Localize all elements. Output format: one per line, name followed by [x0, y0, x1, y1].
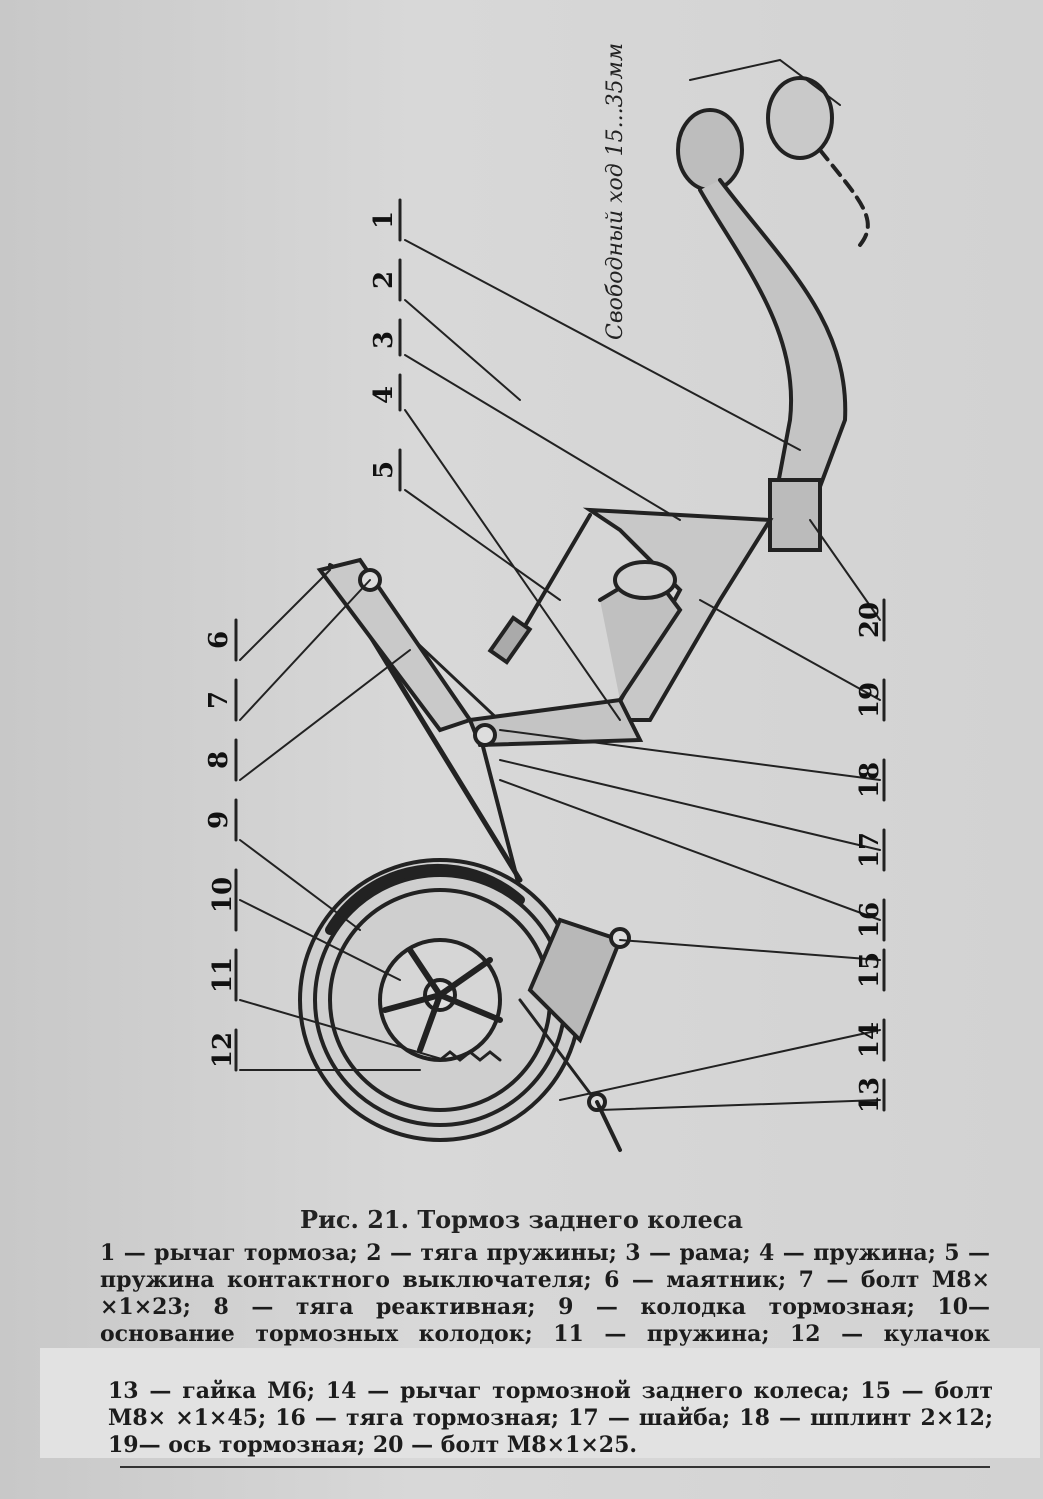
free-travel-label: Свободный ход 15...35мм: [603, 42, 628, 340]
callout-7: 7: [204, 690, 235, 710]
brake-pedal-pad-alt: [766, 76, 834, 160]
callout-19: 19: [855, 681, 886, 719]
callout-18: 18: [855, 761, 886, 799]
brake-lever-arm: [698, 178, 848, 502]
callout-4: 4: [369, 385, 400, 405]
figure-caption: Рис. 21. Тормоз заднего колеса: [300, 1205, 743, 1234]
brake-lever-dashed: [818, 148, 870, 247]
bolt-15: [609, 927, 631, 949]
callout-5: 5: [369, 460, 400, 480]
callout-11: 11: [208, 956, 239, 994]
callout-14: 14: [855, 1021, 886, 1059]
legend-band: [40, 1348, 1040, 1458]
brake-pedal-pad: [676, 108, 744, 192]
legend-text-2: 13 — гайка М6; 14 — рычаг тормозной задн…: [108, 1378, 993, 1458]
callout-16: 16: [855, 901, 886, 939]
brake-diagram: [234, 58, 886, 1152]
legend-text-1: 1 — рычаг тормоза; 2 — тяга пружины; 3 —…: [100, 1240, 990, 1374]
callout-3: 3: [369, 330, 400, 350]
bolt-20-block: [768, 478, 822, 552]
callout-6: 6: [204, 630, 235, 650]
legend-part-1: 1 — рычаг тормоза; 2 — тяга пружины; 3 —…: [100, 1240, 990, 1375]
legend-part-2: 13 — гайка М6; 14 — рычаг тормозной задн…: [108, 1378, 993, 1459]
callout-17: 17: [855, 831, 886, 869]
callout-10: 10: [208, 876, 239, 914]
callout-12: 12: [208, 1031, 239, 1069]
bottom-rule: [120, 1466, 990, 1468]
callout-8: 8: [204, 750, 235, 770]
callout-20: 20: [855, 601, 886, 639]
callout-9: 9: [204, 810, 235, 830]
brake-shoe: [325, 863, 525, 935]
callout-2: 2: [369, 270, 400, 290]
spring-11: [438, 1050, 502, 1062]
callout-1: 1: [369, 210, 400, 230]
callout-15: 15: [855, 951, 886, 989]
callout-13: 13: [855, 1076, 886, 1114]
